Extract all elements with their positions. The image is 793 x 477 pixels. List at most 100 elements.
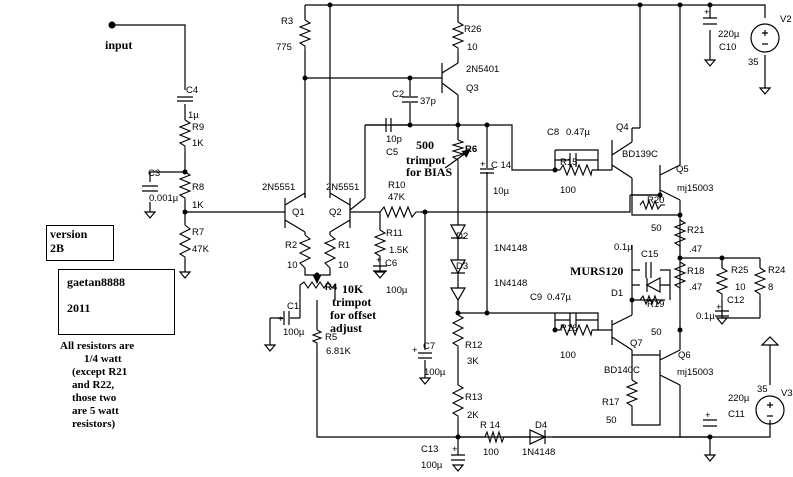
R25-value: 10: [735, 282, 746, 293]
R5-value: 6.81K: [326, 346, 351, 357]
R19-ref: R19: [647, 299, 664, 310]
R14-body: [484, 430, 505, 444]
V3-ref: V3: [781, 388, 793, 399]
R1-value: 10: [338, 260, 349, 271]
C2-plates: [402, 96, 418, 103]
input-label: input: [105, 38, 132, 52]
R7-ref: R7: [192, 227, 204, 238]
D2-symbol: [449, 224, 467, 240]
Q2-value: 2N5551: [326, 182, 359, 193]
R16-value: 100: [560, 350, 576, 361]
offset-trim-desc1: trimpot: [332, 295, 371, 309]
R12-body: [451, 314, 465, 350]
Q2-ref: Q2: [329, 207, 342, 218]
note-line-5: those two: [72, 392, 117, 404]
R9-ref: R9: [192, 122, 204, 133]
R19-body: [639, 294, 665, 306]
R20-value: 50: [651, 223, 662, 234]
offset-trim-value: 10K: [342, 282, 364, 296]
grounds: [143, 59, 772, 472]
R12-ref: R12: [465, 340, 482, 351]
R17-value: 50: [606, 415, 617, 426]
R10-body: [379, 205, 420, 219]
R13-value: 2K: [467, 410, 479, 421]
capacitors: [142, 17, 729, 461]
V3-source: [755, 395, 785, 425]
note-line-6: are 5 watt: [72, 405, 119, 417]
Q4-ref: Q4: [616, 122, 629, 133]
D-string-symbol: [449, 287, 467, 302]
R8-value: 1K: [192, 200, 204, 211]
R25-body: [715, 267, 729, 300]
C5-ref: C5: [386, 147, 398, 158]
C6-value: 100µ: [386, 285, 408, 296]
C7-value: 100µ: [424, 367, 446, 378]
Q3-value: 2N5401: [466, 64, 499, 75]
C7-ref: C7: [423, 341, 435, 352]
C11-ref: C11: [728, 409, 745, 420]
C14-plus: +: [480, 159, 486, 170]
C12-value: 0.1µ: [696, 311, 715, 322]
R15-ref: R15: [560, 157, 577, 168]
note-line-4: and R22,: [72, 379, 115, 391]
R24-ref: R24: [768, 265, 785, 276]
C15-plates: [645, 262, 652, 278]
R24-body: [753, 267, 767, 300]
D4-ref: D4: [535, 420, 547, 431]
D3-value: 1N4148: [494, 278, 527, 289]
C9-ref: C9: [530, 292, 542, 303]
R15-body: [559, 163, 593, 177]
C5-value: 10p: [386, 134, 402, 145]
R17-ref: R17: [602, 397, 619, 408]
offset-trim-desc3: adjust: [330, 321, 362, 335]
C8-value: 0.47µ: [566, 127, 590, 138]
note-line-2: 1/4 watt: [84, 353, 122, 365]
D4-value: 1N4148: [522, 447, 555, 458]
Q5-ref: Q5: [676, 164, 689, 175]
author-name: gaetan8888: [67, 275, 125, 289]
wires: [112, 4, 771, 455]
R10-value: 47K: [388, 192, 406, 203]
R11-ref: R11: [386, 228, 403, 239]
C3-plates: [142, 185, 158, 192]
R14-ref: R 14: [480, 420, 500, 431]
R26-body: [451, 21, 465, 52]
annotations: input 500 trimpot for BIAS 10K trimpot f…: [105, 38, 623, 335]
R13-ref: R13: [465, 392, 482, 403]
C12-plus: +: [716, 302, 722, 313]
R11-body: [373, 229, 387, 265]
bias-trim-desc1: trimpot: [406, 153, 445, 167]
R19-value: 50: [651, 327, 662, 338]
R21-value: .47: [689, 244, 702, 255]
C1-plus: +: [278, 314, 284, 325]
C15-value: 0.1µ: [614, 242, 633, 253]
R7-value: 47K: [192, 244, 210, 255]
Q1-ref: Q1: [292, 207, 305, 218]
Q7-ref: Q7: [630, 338, 643, 349]
C13-plus: +: [452, 444, 458, 455]
C10-plates: [703, 17, 717, 25]
bias-trim-desc2: for BIAS: [406, 165, 452, 179]
author-year: 2011: [67, 301, 91, 315]
R26-value: 10: [467, 42, 478, 53]
R2-ref: R2: [285, 240, 297, 251]
R26-ref: R26: [464, 24, 481, 35]
author-box: gaetan8888 2011: [58, 269, 175, 335]
R1-body: [323, 234, 337, 269]
C13-ref: C13: [421, 444, 438, 455]
Q3-ref: Q3: [466, 83, 479, 94]
diodes: [449, 224, 661, 445]
resistor-note: All resistors are 1/4 watt (except R21 a…: [60, 340, 168, 431]
R18-body: [673, 261, 687, 290]
C11-plus: +: [705, 410, 711, 421]
version-line1: version: [50, 227, 88, 241]
D1-symbol: [645, 276, 661, 294]
C15-ref: C15: [641, 249, 658, 260]
R5-ref: R5: [325, 332, 337, 343]
R4-ref: R4: [325, 282, 338, 293]
R16-ref: R16: [560, 323, 577, 334]
R24-value: 8: [768, 282, 773, 293]
R25-ref: R25: [731, 265, 748, 276]
D3-ref: D3: [456, 261, 468, 272]
